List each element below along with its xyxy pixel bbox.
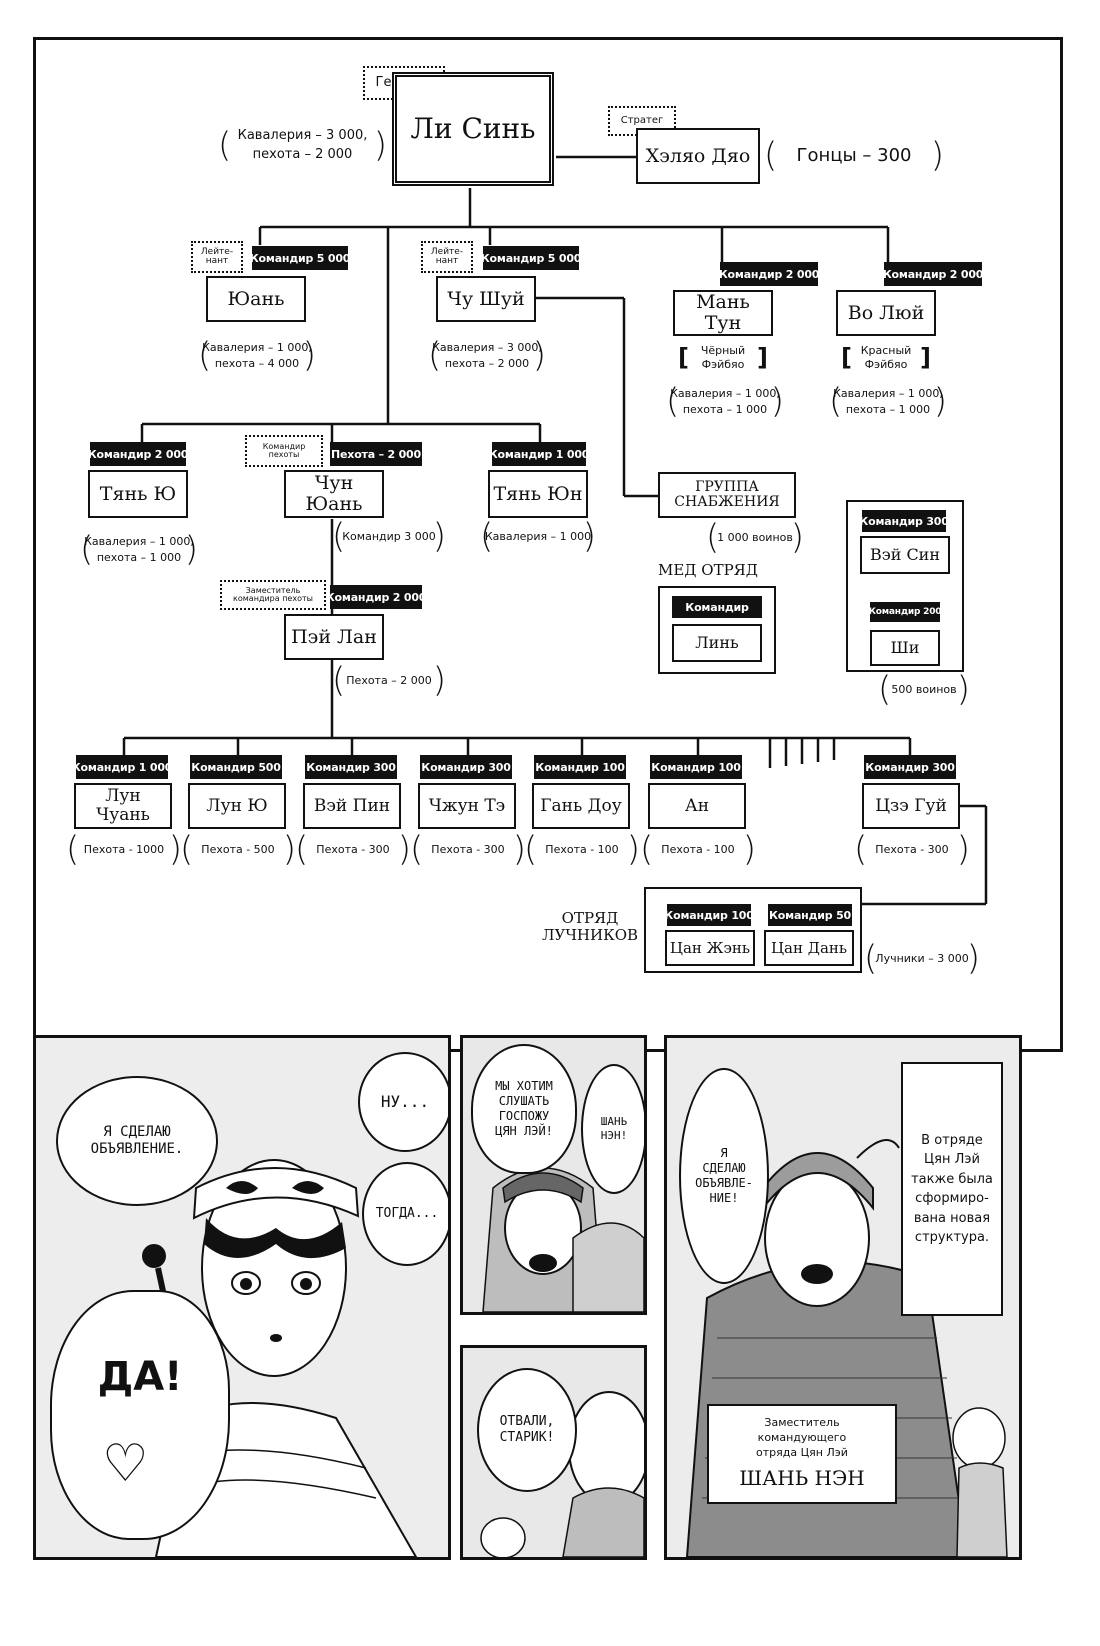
shi-name: Ши [870,630,940,666]
panel-4: Я СДЕЛАЮ ОБЪЯВЛЕ- НИЕ! В отряде Цян Лэй … [664,1035,1022,1560]
unit-note: Пехота - 300 [297,836,409,864]
tyan-yu-command-tag: Командир 2 000 [88,442,188,466]
man-note: Кавалерия – 1 000, пехота – 1 000 [668,376,782,428]
unit-command-tag: Командир 1 000 [72,755,172,779]
speech-bubble: Я СДЕЛАЮ ОБЪЯВЛЕ- НИЕ! [679,1068,769,1284]
strategist-note: Гонцы – 300 [766,138,942,174]
tyan-yun-name: Тянь Юн [488,470,588,518]
vo-note: Кавалерия – 1 000, пехота – 1 000 [831,376,945,428]
shi-command-tag: Командир 200 [869,602,942,622]
unit-note: Пехота - 500 [182,836,294,864]
pei-rank-tag: Заместитель командира пехоты [220,580,326,610]
tyan-yun-note: Кавалерия – 1 000 [482,522,594,552]
chu-note: Кавалерия – 3 000, пехота – 2 000 [430,330,544,382]
chun-rank-tag: Командир пехоты [245,435,323,467]
yuan-command-tag: Командир 5 000 [250,246,350,270]
narration-caption: В отряде Цян Лэй также была сформиро- ва… [901,1062,1003,1316]
unit-name: Чжун Тэ [418,783,516,829]
speech-bubble: ОТВАЛИ, СТАРИК! [477,1368,577,1492]
unit-note: Пехота - 100 [526,836,638,864]
unit-command-tag: Командир 300 [305,755,397,779]
archers-command-tag-2: Командир 50 [768,904,852,926]
general-name: Ли Синь [392,72,554,186]
man-name: Мань Тун [673,290,773,336]
speech-bubble: Я СДЕЛАЮ ОБЪЯВЛЕНИЕ. [56,1076,218,1206]
general-note: Кавалерия – 3 000, пехота – 2 000 [220,118,385,174]
tsan-dan-name: Цан Дань [764,930,854,966]
wei-command-tag: Командир 300 [859,510,949,532]
archers-note: Лучники – 3 000 [866,944,978,974]
chun-name: Чун Юань [284,470,384,518]
tyan-yu-name: Тянь Ю [88,470,188,518]
unit-name: Цзэ Гуй [862,783,960,829]
tyan-yun-command-tag: Командир 1 000 [489,442,589,466]
unit-command-tag: Командир 100 [650,755,742,779]
vo-name: Во Люй [836,290,936,336]
speech-bubble: НУ... [358,1052,448,1152]
panel-2: МЫ ХОТИМ СЛУШАТЬ ГОСПОЖУ ЦЯН ЛЭЙ! ШАНЬ Н… [460,1035,647,1315]
archers-title: ОТРЯД ЛУЧНИКОВ [541,909,639,944]
yuan-note: Кавалерия – 1 000, пехота – 4 000 [200,330,314,382]
unit-command-tag: Командир 500 [190,755,282,779]
unit-command-tag: Командир 100 [534,755,626,779]
heart-icon: ♡ [102,1434,149,1494]
name-caption-title: ШАНЬ НЭН [739,1465,865,1490]
unit-note: Пехота - 300 [412,836,524,864]
pei-command-tag: Командир 2 000 [326,585,426,609]
panel-1: Я СДЕЛАЮ ОБЪЯВЛЕНИЕ. НУ... ТОГДА... ДА! … [33,1035,451,1560]
unit-command-tag: Командир 300 [420,755,512,779]
unit-name: Лун Чуань [74,783,172,829]
name-caption: Заместитель командующего отряда Цян Лэй … [707,1404,897,1504]
pei-name: Пэй Лан [284,614,384,660]
supply-note: 1 000 воинов [708,524,802,552]
unit-command-tag: Командир 300 [864,755,956,779]
wei-group-note: 500 воинов [880,676,968,704]
chu-name: Чу Шуй [436,276,536,322]
strategist-name: Хэляо Дяо [636,128,760,184]
med-command-tag: Командир [672,596,762,618]
med-name: Линь [672,624,762,662]
tyan-yu-note: Кавалерия – 1 000, пехота – 1 000 [82,524,196,576]
unit-name: Лун Ю [188,783,286,829]
speech-bubble: ТОГДА... [362,1162,448,1266]
unit-note: Пехота - 300 [856,836,968,864]
unit-name: Вэй Пин [303,783,401,829]
chu-rank-tag: Лейте- нант [421,241,473,273]
yuan-rank-tag: Лейте- нант [191,241,243,273]
chu-command-tag: Командир 5 000 [481,246,581,270]
chun-note: Командир 3 000 [334,522,444,552]
speech-bubble: МЫ ХОТИМ СЛУШАТЬ ГОСПОЖУ ЦЯН ЛЭЙ! [471,1044,577,1174]
wei-sin-name: Вэй Син [860,536,950,574]
panel-3: ОТВАЛИ, СТАРИК! [460,1345,647,1560]
speech-bubble: ДА! [50,1290,230,1540]
unit-name: Ан [648,783,746,829]
supply-group-name: ГРУППА СНАБЖЕНИЯ [658,472,796,518]
pei-note: Пехота – 2 000 [334,666,444,696]
archers-command-tag-1: Командир 100 [664,904,754,926]
man-command-tag: Командир 2 000 [719,262,819,286]
chun-command-tag: Пехота – 2 000 [330,442,422,466]
unit-name: Гань Доу [532,783,630,829]
man-bracket: Чёрный Фэйбяо [678,342,768,374]
speech-bubble: ШАНЬ НЭН! [581,1064,644,1194]
tsan-zhen-name: Цан Жэнь [665,930,755,966]
unit-note: Пехота - 1000 [68,836,180,864]
name-caption-subtitle: Заместитель командующего отряда Цян Лэй [756,1416,848,1459]
yuan-name: Юань [206,276,306,322]
unit-note: Пехота - 100 [642,836,754,864]
vo-command-tag: Командир 2 000 [883,262,983,286]
med-group-title: МЕД ОТРЯД [658,561,758,579]
vo-bracket: Красный Фэйбяо [841,342,931,374]
